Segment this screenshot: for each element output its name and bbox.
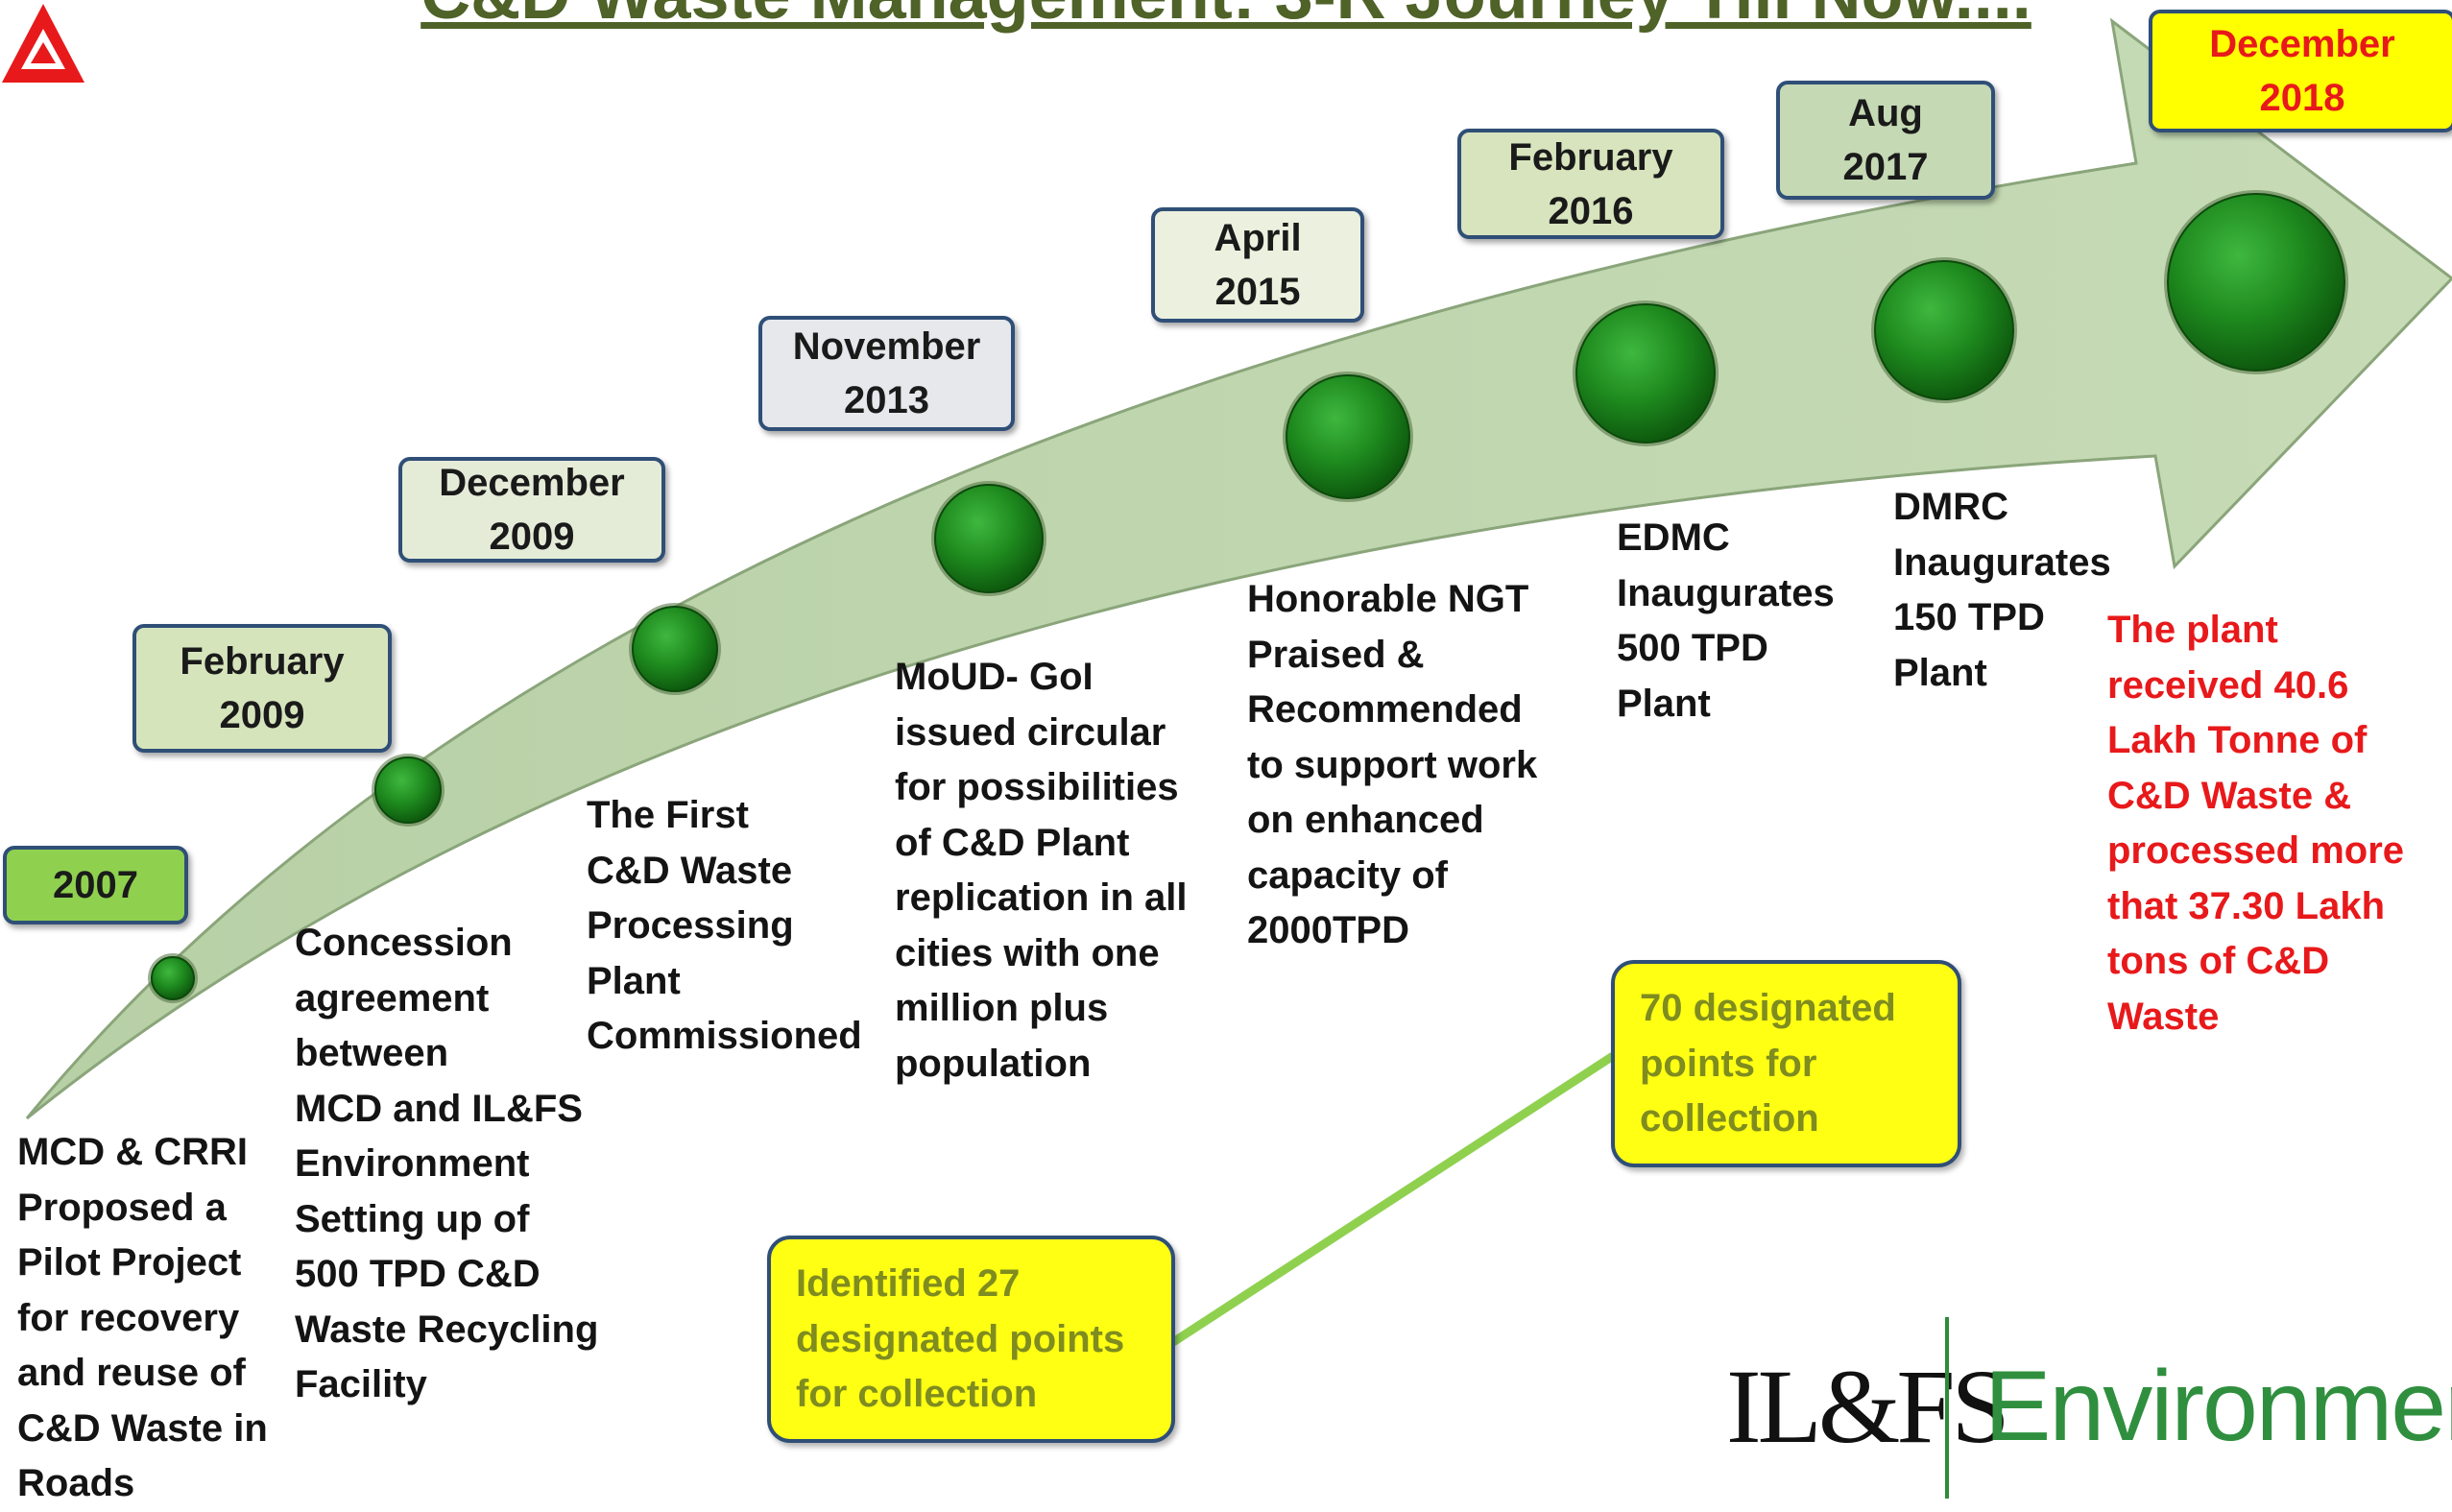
logo-brand: IL&FS xyxy=(1726,1348,2010,1465)
milestone-text-apr-2015: Honorable NGT Praised & Recommended to s… xyxy=(1247,578,1538,951)
logo-division: Environment xyxy=(1984,1351,2452,1462)
timeline-node-apr-2015 xyxy=(1286,374,1410,499)
date-box-nov-2013: November 2013 xyxy=(758,316,1015,431)
timeline-node-2007 xyxy=(151,956,195,1000)
timeline-node-dec-2018 xyxy=(2167,193,2345,372)
logo-divider xyxy=(1945,1317,1949,1499)
callout-connector-line xyxy=(1170,1052,1616,1346)
milestone-text-feb-2016: EDMC Inaugurates 500 TPD Plant xyxy=(1617,516,1835,725)
date-box-2007: 2007 xyxy=(3,846,188,924)
callout-70-points: 70 designated points for collection xyxy=(1611,960,1961,1167)
timeline-node-nov-2013 xyxy=(934,484,1044,593)
timeline-arrow xyxy=(25,17,2452,1120)
date-box-feb-2016: February 2016 xyxy=(1457,129,1724,239)
milestone-text-2007: MCD & CRRI Proposed a Pilot Project for … xyxy=(17,1131,268,1504)
date-box-dec-2018: December 2018 xyxy=(2149,10,2452,132)
milestone-text-dec-2018: The plant received 40.6 Lakh Tonne of C&… xyxy=(2107,609,2405,1038)
date-box-aug-2017: Aug 2017 xyxy=(1776,81,1995,200)
slide-title: C&D Waste Management: 3-R Journey Till N… xyxy=(0,0,2452,35)
milestone-text-nov-2013: MoUD- GoI issued circular for possibilit… xyxy=(895,656,1188,1085)
callout-27-points: Identified 27 designated points for coll… xyxy=(767,1236,1175,1443)
date-box-apr-2015: April 2015 xyxy=(1151,207,1364,323)
ilfs-logo-icon xyxy=(2,4,84,83)
timeline-node-aug-2017 xyxy=(1874,260,2014,400)
milestone-text-aug-2017: DMRC Inaugurates 150 TPD Plant xyxy=(1893,486,2111,694)
date-box-dec-2009: December 2009 xyxy=(398,457,665,563)
timeline-node-feb-2009 xyxy=(374,756,442,824)
milestone-text-feb-2009: Concession agreement between MCD and IL&… xyxy=(295,922,599,1405)
milestone-text-dec-2009: The First C&D Waste Processing Plant Com… xyxy=(587,794,862,1057)
timeline-node-feb-2016 xyxy=(1575,303,1716,444)
date-box-feb-2009: February 2009 xyxy=(132,624,392,753)
timeline-node-dec-2009 xyxy=(632,606,718,692)
